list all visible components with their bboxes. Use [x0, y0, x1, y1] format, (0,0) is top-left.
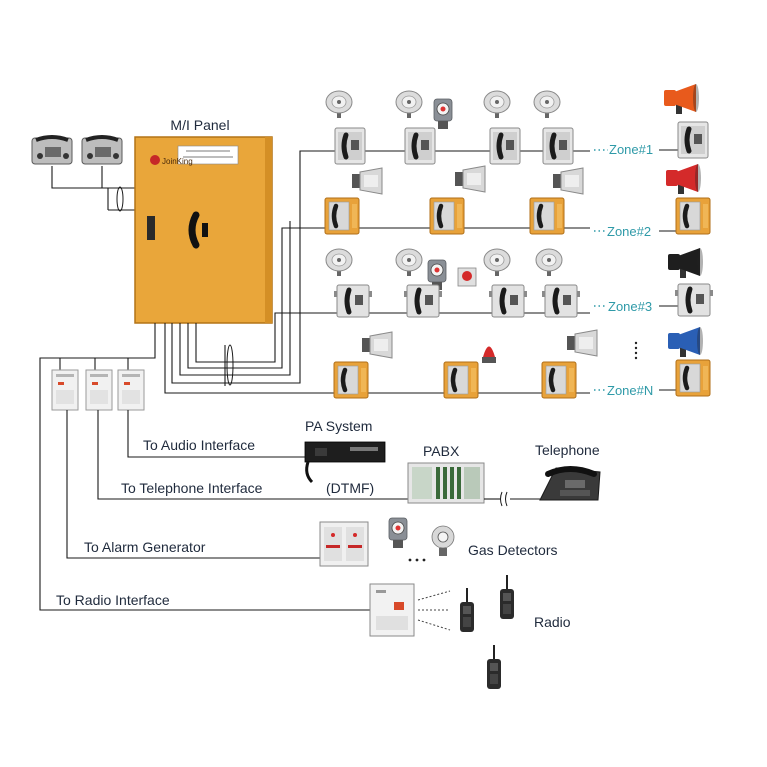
- gas-detector-1: [388, 517, 408, 549]
- zone3-telephone-1: [334, 285, 372, 317]
- panel-nameplate: [177, 145, 239, 165]
- alarm-generator-unit: [319, 521, 369, 567]
- gas-detectors-label: Gas Detectors: [468, 542, 557, 558]
- desk-phone-wiring: [51, 166, 135, 212]
- zone3-telephone-3: [489, 285, 527, 317]
- zone1-end-telephone: [678, 122, 708, 158]
- zone1-speaker-2: [395, 90, 423, 119]
- zone3-speaker-1: [325, 248, 353, 277]
- zone3-end-telephone: [675, 284, 713, 316]
- panel-logo: JoinKing: [150, 155, 193, 166]
- zoneN-speaker-1: [361, 331, 393, 359]
- radio-interface-unit: [369, 583, 415, 637]
- zone1-telephone-4: [543, 128, 573, 164]
- handheld-radio-1: [460, 588, 474, 632]
- pa-system-label: PA System: [305, 418, 372, 434]
- telephone-label: Telephone: [535, 442, 600, 458]
- zone-n-label: Zone#N: [607, 383, 653, 398]
- panel-brand: JoinKing: [162, 157, 193, 166]
- zone1-horn: [664, 84, 699, 114]
- zone-3-devices: [325, 248, 580, 317]
- handheld-radio-2: [500, 575, 514, 619]
- zone2-speaker-2: [454, 165, 486, 193]
- interface-modules: [51, 369, 145, 411]
- zone2-horn: [666, 164, 701, 194]
- panel-title: M/I Panel: [170, 117, 229, 133]
- zone1-speaker-4: [533, 90, 561, 119]
- desk-telephone: [539, 466, 601, 501]
- zoneN-horn: [668, 327, 703, 357]
- zone1-telephone-3: [490, 128, 520, 164]
- zone1-telephone-1: [335, 128, 365, 164]
- desk-telephone-2: [81, 135, 123, 165]
- zone2-telephone-2: [430, 198, 464, 234]
- telephone-interface-label: To Telephone Interface: [121, 480, 263, 496]
- dtmf-label: (DTMF): [326, 480, 374, 496]
- zone2-end-devices: [666, 164, 710, 234]
- alarm-generator-label: To Alarm Generator: [84, 539, 206, 555]
- zone1-telephone-2: [405, 128, 435, 164]
- zone3-alarm-button: [457, 267, 477, 287]
- gas-detector-2: [431, 525, 455, 556]
- zone-2-devices: [325, 165, 584, 234]
- interface-module-1: [51, 369, 79, 411]
- interface-module-3: [117, 369, 145, 411]
- pabx-unit: [407, 462, 485, 504]
- zoneN-telephone-2: [444, 362, 478, 398]
- pabx-telephone-link: [484, 491, 540, 507]
- zone3-telephone-2: [404, 285, 442, 317]
- radio-label: Radio: [534, 614, 571, 630]
- zone-n-devices: [334, 329, 598, 398]
- zone-1-devices: [325, 90, 573, 164]
- zoneN-telephone-1: [334, 362, 368, 398]
- zone3-speaker-3: [483, 248, 511, 277]
- interface-wiring: [66, 410, 410, 559]
- zone-3-label: Zone#3: [608, 299, 652, 314]
- zone3-horn: [668, 248, 703, 278]
- desk-telephone-1: [31, 135, 73, 165]
- zone1-speaker-3: [483, 90, 511, 119]
- radio-interface-label: To Radio Interface: [56, 592, 170, 608]
- zoneN-speaker-2: [566, 329, 598, 357]
- zone2-speaker-3: [552, 167, 584, 195]
- pa-system-unit: [304, 441, 386, 484]
- zone1-end-devices: [664, 84, 708, 158]
- radio-signal-lines: [417, 590, 451, 631]
- zone-2-label: Zone#2: [607, 224, 651, 239]
- zone2-telephone-1: [325, 198, 359, 234]
- zone1-gas-detector: [433, 98, 453, 130]
- interface-module-2: [85, 369, 113, 411]
- handheld-radios: [460, 575, 514, 689]
- zoneN-beacon: [482, 346, 496, 363]
- zone2-telephone-3: [530, 198, 564, 234]
- zone3-speaker-4: [535, 248, 563, 277]
- more-zones-ellipsis: [634, 341, 638, 360]
- zoneN-end-devices: [668, 327, 710, 396]
- pabx-label: PABX: [423, 443, 460, 459]
- zone1-speaker-1: [325, 90, 353, 119]
- mi-panel-cabinet: [134, 136, 273, 324]
- handheld-radio-3: [487, 645, 501, 689]
- zoneN-telephone-3: [542, 362, 576, 398]
- gas-detector-group: [388, 517, 455, 562]
- zone2-speaker-1: [351, 167, 383, 195]
- zone3-telephone-4: [542, 285, 580, 317]
- zone3-speaker-2: [395, 248, 423, 277]
- zone-1-label: Zone#1: [609, 142, 653, 157]
- audio-interface-label: To Audio Interface: [143, 437, 255, 453]
- zone2-end-telephone: [676, 198, 710, 234]
- zoneN-end-telephone: [676, 360, 710, 396]
